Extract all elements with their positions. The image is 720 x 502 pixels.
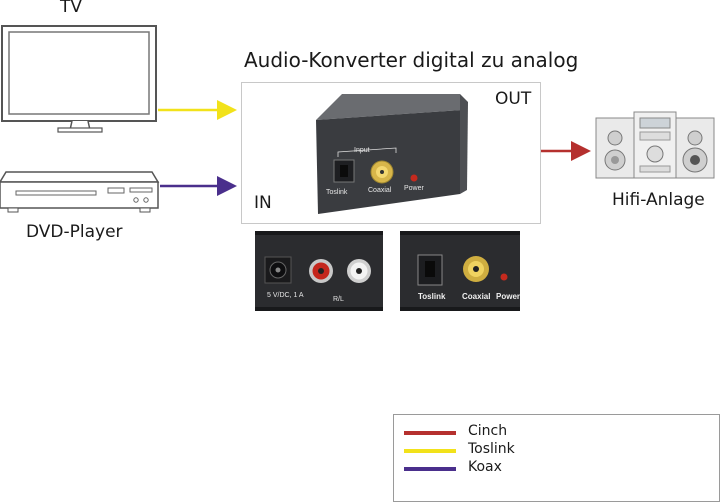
legend-swatch-koax (404, 467, 456, 471)
hifi-label: Hifi-Anlage (612, 190, 705, 210)
rl-label: R/L (333, 296, 344, 303)
in-label: IN (254, 193, 272, 213)
front-panel-image: Toslink Coaxial Power (400, 231, 520, 311)
legend-label-koax: Koax (468, 459, 502, 475)
converter-device-image: Input Toslink Coaxial Power (316, 94, 468, 214)
legend-label-cinch: Cinch (468, 423, 508, 439)
front-toslink-label: Toslink (326, 189, 348, 196)
front-input-label: Input (354, 147, 370, 154)
dc-label: 5 V/DC, 1 A (267, 292, 304, 299)
hifi-system-icon (595, 111, 715, 179)
connection-arrows (158, 100, 591, 196)
front-coaxial-label: Coaxial (368, 187, 392, 194)
legend: Cinch Toslink Koax (393, 414, 720, 502)
legend-swatch-cinch (404, 431, 456, 435)
panel-power-label: Power (496, 292, 520, 301)
dvd-player-icon (0, 171, 160, 213)
front-power-label: Power (404, 185, 425, 192)
legend-swatch-toslink (404, 449, 456, 453)
tv-label: TV (60, 0, 83, 17)
legend-label-toslink: Toslink (468, 441, 515, 457)
converter-frame: OUT IN Input Toslink Coaxial Power (241, 82, 541, 224)
panel-coaxial-label: Coaxial (462, 292, 490, 301)
diagram-title: Audio-Konverter digital zu analog (244, 48, 579, 72)
tv-icon (1, 25, 157, 133)
out-label: OUT (495, 89, 532, 109)
back-panel-image: 5 V/DC, 1 A R/L (255, 231, 383, 311)
dvd-player-label: DVD-Player (26, 222, 123, 242)
panel-toslink-label: Toslink (418, 292, 446, 301)
